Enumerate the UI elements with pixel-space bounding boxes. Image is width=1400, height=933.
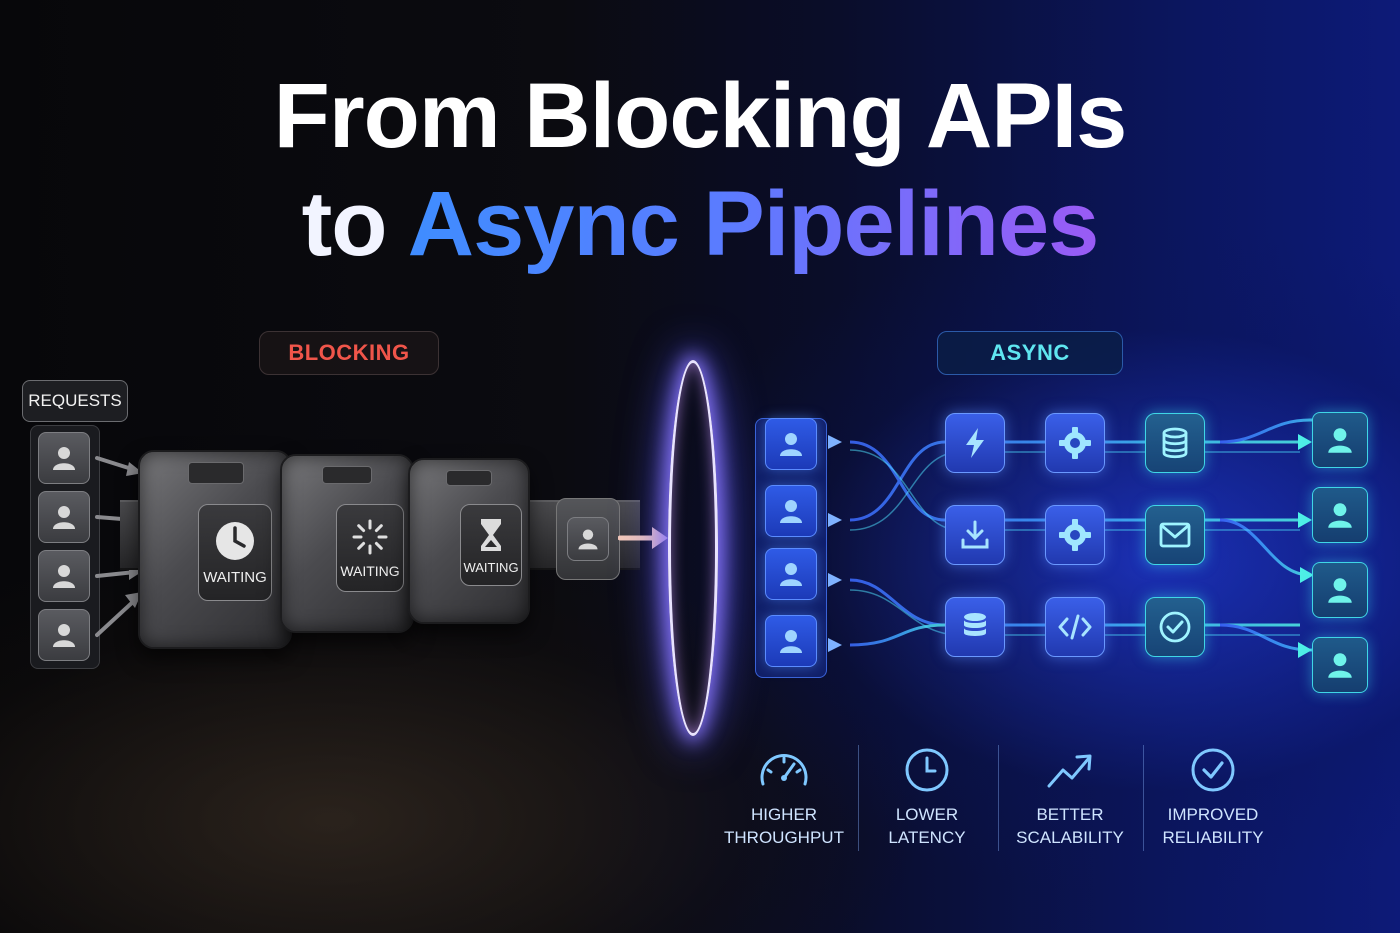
benefit-divider <box>998 745 999 851</box>
async-user-4 <box>765 615 817 667</box>
gear-icon <box>1059 427 1091 459</box>
to-portal-arrow <box>618 527 668 549</box>
benefit-label-line2: SCALABILITY <box>1016 828 1124 847</box>
user-icon <box>780 630 802 653</box>
title-prefix: to <box>301 173 388 275</box>
hourglass-icon <box>481 518 501 551</box>
trend-up-icon <box>1047 754 1092 788</box>
user-icon <box>1328 578 1352 603</box>
check-icon <box>1159 611 1191 643</box>
user-icon <box>53 565 75 588</box>
gate-status: WAITING <box>463 559 519 575</box>
benefit-label-line1: BETTER <box>1036 805 1104 824</box>
output-user-2 <box>1312 487 1368 543</box>
user-icon <box>780 500 802 523</box>
pipeline-node-event <box>945 413 1005 473</box>
benefit-label-line2: RELIABILITY <box>1162 828 1264 847</box>
page-title-line-1: From Blocking APIs <box>273 65 1128 167</box>
benefit-label-line1: HIGHER <box>750 805 818 824</box>
output-user-4 <box>1312 637 1368 693</box>
gate-vent <box>322 466 372 484</box>
user-icon <box>53 447 75 470</box>
gate-face: WAITING <box>460 504 522 586</box>
request-user-2 <box>38 491 90 543</box>
async-user-1 <box>765 418 817 470</box>
pipeline-node-ingest <box>945 505 1005 565</box>
user-icon <box>1328 503 1352 528</box>
gate-vent <box>188 462 244 484</box>
gate-face: WAITING <box>198 504 272 601</box>
title-highlight: Async Pipelines <box>407 173 1100 275</box>
pipeline-node-code <box>1045 597 1105 657</box>
portal-ring <box>668 360 718 736</box>
user-icon <box>53 624 75 647</box>
output-user-1 <box>1312 412 1368 468</box>
benefit-label-line2: THROUGHPUT <box>724 828 844 847</box>
gate-status: WAITING <box>203 569 267 586</box>
database-icon <box>1162 427 1188 459</box>
lightning-icon <box>966 428 984 458</box>
database-icon <box>964 613 986 636</box>
async-user-3 <box>765 548 817 600</box>
clock-icon <box>905 748 949 792</box>
benefit-label-line1: IMPROVED <box>1167 805 1259 824</box>
output-user-3 <box>1312 562 1368 618</box>
benefit-scalability: BETTER SCALABILITY <box>1000 745 1140 849</box>
request-user-3 <box>38 550 90 602</box>
blocking-gate-2: WAITING <box>280 454 414 633</box>
gate-status: WAITING <box>340 563 400 579</box>
user-icon <box>1328 653 1352 678</box>
mail-icon <box>1159 522 1191 548</box>
pipeline-node-complete <box>1145 597 1205 657</box>
blocking-gate-3: WAITING <box>408 458 530 624</box>
check-circle-icon <box>1191 748 1235 792</box>
pipeline-node-worker <box>1045 505 1105 565</box>
pipeline-node-storage <box>1145 413 1205 473</box>
async-label: ASYNC <box>937 331 1123 375</box>
loading-spinner-icon <box>352 519 388 555</box>
benefit-divider <box>1143 745 1144 851</box>
gear-icon <box>1059 519 1091 551</box>
pipeline-node-process <box>1045 413 1105 473</box>
code-icon <box>1058 614 1092 640</box>
benefit-latency: LOWER LATENCY <box>857 745 997 849</box>
gate-face: WAITING <box>336 504 404 592</box>
pipeline-node-notify <box>1145 505 1205 565</box>
blocked-request-box <box>556 498 620 580</box>
download-icon <box>961 520 989 549</box>
user-icon <box>780 563 802 586</box>
blocking-gate-1: WAITING <box>138 450 292 649</box>
benefit-divider <box>858 745 859 851</box>
benefit-label-line2: LATENCY <box>888 828 966 847</box>
request-user-1 <box>38 432 90 484</box>
speedometer-icon <box>760 753 808 786</box>
blocked-request-user <box>567 517 609 561</box>
benefit-throughput: HIGHER THROUGHPUT <box>714 745 854 849</box>
request-user-4 <box>38 609 90 661</box>
pipeline-node-db <box>945 597 1005 657</box>
benefit-reliability: IMPROVED RELIABILITY <box>1143 745 1283 849</box>
gate-vent <box>446 470 492 486</box>
benefit-label-line1: LOWER <box>895 805 959 824</box>
user-icon <box>780 433 802 456</box>
requests-label: REQUESTS <box>22 380 128 422</box>
user-icon <box>578 529 598 550</box>
page-title-line-2: to Async Pipelines <box>0 178 1400 270</box>
user-icon <box>53 506 75 529</box>
blocking-label: BLOCKING <box>259 331 439 375</box>
async-user-2 <box>765 485 817 537</box>
clock-icon <box>216 522 254 560</box>
user-icon <box>1328 428 1352 453</box>
